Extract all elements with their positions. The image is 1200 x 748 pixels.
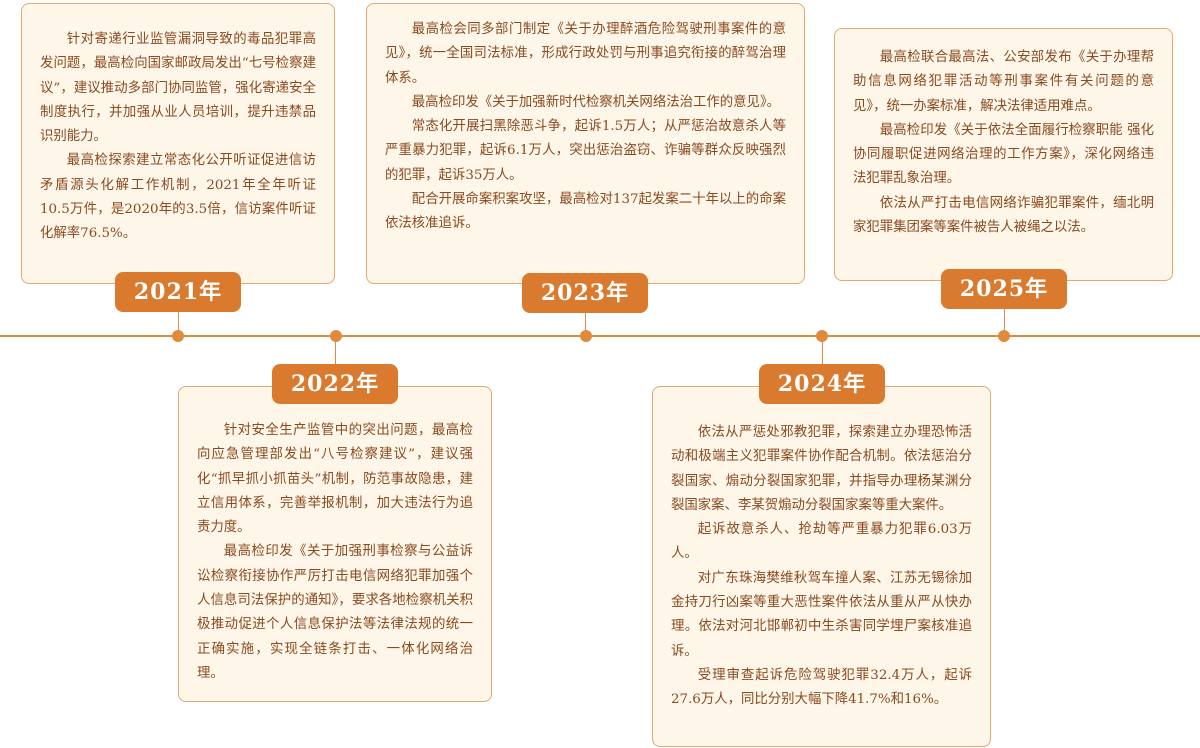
- stem-2025: [1004, 309, 1005, 335]
- card-2025-paragraph: 最高检印发《关于依法全面履行检察职能 强化协同履职促进网络治理的工作方案》，深化…: [853, 122, 1154, 187]
- year-badge-2021: 2021年: [115, 272, 241, 312]
- card-2023-paragraph: 配合开展命案积案攻坚，最高检对137起发案二十年以上的命案依法核准追诉。: [385, 192, 786, 232]
- card-2024-paragraph: 起诉故意杀人、抢劫等严重暴力犯罪6.03万人。: [671, 522, 972, 562]
- timeline-dot-2023: [580, 330, 592, 342]
- year-badge-2023: 2023年: [522, 273, 648, 313]
- year-badge-2025: 2025年: [941, 269, 1067, 309]
- card-2024-paragraph: 依法从严惩处邪教犯罪，探索建立办理恐怖活动和极端主义犯罪案件协作配合机制。依法惩…: [671, 425, 972, 513]
- card-2022-paragraph: 最高检印发《关于加强刑事检察与公益诉讼检察衔接协作严厉打击电信网络犯罪加强个人信…: [197, 544, 473, 681]
- card-2024: 依法从严惩处邪教犯罪，探索建立办理恐怖活动和极端主义犯罪案件协作配合机制。依法惩…: [652, 386, 991, 747]
- card-2022: 针对安全生产监管中的突出问题，最高检向应急管理部发出“八号检察建议”，建议强化“…: [178, 386, 492, 702]
- timeline-dot-2025: [998, 330, 1010, 342]
- card-2023-paragraph: 最高检印发《关于加强新时代检察机关网络法治工作的意见》。: [411, 94, 781, 110]
- card-2022-paragraph: 针对安全生产监管中的突出问题，最高检向应急管理部发出“八号检察建议”，建议强化“…: [197, 423, 473, 536]
- card-2025-paragraph: 依法从严打击电信网络诈骗犯罪案件，缅北明家犯罪集团案等案件被告人被绳之以法。: [853, 195, 1154, 236]
- timeline-dot-2022: [330, 330, 342, 342]
- stem-2023: [585, 313, 586, 335]
- timeline-dot-2024: [816, 330, 828, 342]
- card-2021: 针对寄递行业监管漏洞导致的毒品犯罪高发问题，最高检向国家邮政局发出“七号检察建议…: [21, 3, 335, 284]
- timeline-axis: [0, 335, 1200, 337]
- card-2025-paragraph: 最高检联合最高法、公安部发布《关于办理帮助信息网络犯罪活动等刑事案件有关问题的意…: [853, 50, 1154, 114]
- year-badge-2024: 2024年: [759, 364, 885, 404]
- card-2023-paragraph: 常态化开展扫黑除恶斗争，起诉1.5万人；从严惩治故意杀人等严重暴力犯罪，起诉6.…: [385, 119, 786, 183]
- card-2021-paragraph: 最高检探索建立常态化公开听证促进信访矛盾源头化解工作机制，2021年全年听证10…: [40, 153, 316, 242]
- card-2024-paragraph: 对广东珠海樊维秋驾车撞人案、江苏无锡徐加金持刀行凶案等重大恶性案件依法从重从严从…: [671, 570, 972, 659]
- card-2024-paragraph: 受理审查起诉危险驾驶犯罪32.4万人，起诉27.6万人，同比分别大幅下降41.7…: [671, 667, 972, 708]
- card-2021-paragraph: 针对寄递行业监管漏洞导致的毒品犯罪高发问题，最高检向国家邮政局发出“七号检察建议…: [40, 32, 316, 145]
- timeline-dot-2021: [172, 330, 184, 342]
- stem-2022: [335, 340, 336, 364]
- stem-2021: [178, 312, 179, 334]
- year-badge-2022: 2022年: [272, 364, 398, 404]
- card-2023-paragraph: 最高检会同多部门制定《关于办理醉酒危险驾驶刑事案件的意见》，统一全国司法标准，形…: [385, 22, 786, 86]
- card-2023: 最高检会同多部门制定《关于办理醉酒危险驾驶刑事案件的意见》，统一全国司法标准，形…: [366, 3, 805, 284]
- card-2025: 最高检联合最高法、公安部发布《关于办理帮助信息网络犯罪活动等刑事案件有关问题的意…: [834, 28, 1173, 281]
- stem-2024: [822, 340, 823, 364]
